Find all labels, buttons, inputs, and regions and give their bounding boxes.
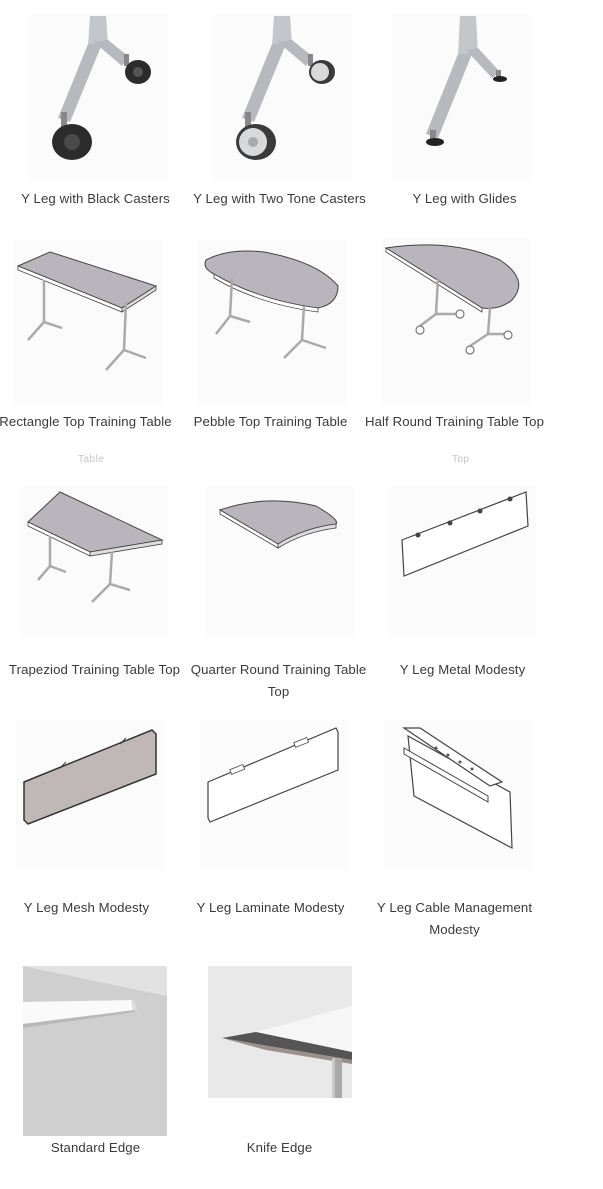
item-label: Rectangle Top Training Table	[0, 414, 172, 429]
item-label: Y Leg with Two Tone Casters	[193, 191, 366, 206]
knife-edge-image[interactable]	[208, 966, 352, 1098]
item-label: Standard Edge	[50, 1140, 141, 1155]
ghost-text: Table	[78, 454, 105, 465]
item-label: Quarter Round Training Table Top	[190, 662, 367, 699]
item-label: Y Leg Mesh Modesty	[23, 900, 150, 915]
item-label: Pebble Top Training Table	[193, 414, 348, 429]
item-label: Y Leg Metal Modesty	[399, 662, 526, 677]
y-leg-two-tone-casters-image[interactable]	[212, 14, 352, 179]
mesh-modesty-panel-image[interactable]	[16, 720, 164, 870]
y-leg-glides-image[interactable]	[392, 14, 532, 179]
item-label: Half Round Training Table Top	[364, 414, 545, 429]
trapezoid-table-image[interactable]	[20, 486, 168, 636]
item-label: Y Leg Cable Management Modesty	[376, 900, 533, 937]
standard-edge-image[interactable]	[23, 966, 167, 1136]
y-leg-black-casters-image[interactable]	[28, 14, 168, 179]
rectangle-top-table-image[interactable]	[14, 240, 162, 405]
quarter-round-table-image[interactable]	[206, 486, 354, 636]
metal-modesty-panel-image[interactable]	[388, 486, 536, 636]
item-label: Y Leg with Glides	[412, 191, 517, 206]
cable-management-modesty-image[interactable]	[384, 720, 532, 870]
ghost-text: Top	[452, 454, 470, 465]
item-label: Y Leg Laminate Modesty	[196, 900, 345, 915]
item-label: Trapeziod Training Table Top	[8, 662, 181, 677]
item-label: Y Leg with Black Casters	[21, 191, 170, 206]
laminate-modesty-panel-image[interactable]	[200, 720, 348, 870]
pebble-top-table-image[interactable]	[198, 240, 346, 405]
half-round-table-image[interactable]	[382, 238, 530, 403]
item-label: Knife Edge	[246, 1140, 313, 1155]
